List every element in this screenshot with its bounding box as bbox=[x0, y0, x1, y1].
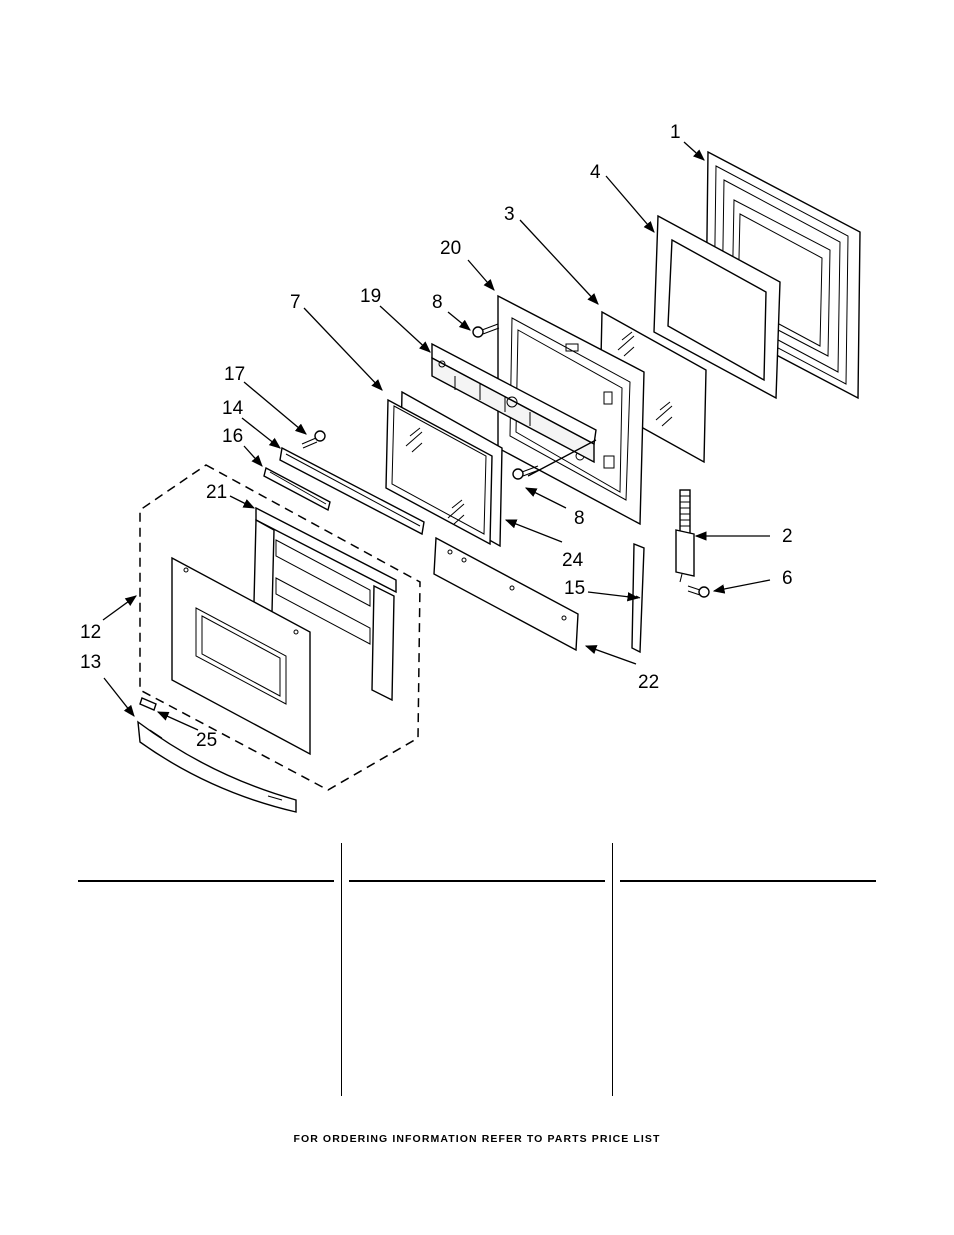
table-column-divider-2 bbox=[612, 843, 613, 1096]
table-header-rule-col1 bbox=[78, 880, 334, 882]
callout-21: 21 bbox=[206, 482, 227, 503]
callout-labels: 1 4 3 20 8 19 7 17 14 16 21 12 13 25 2 6… bbox=[80, 122, 793, 751]
table-header-rule-col3 bbox=[620, 880, 876, 882]
screw-part-17 bbox=[301, 430, 326, 449]
exploded-parts-diagram: 1 4 3 20 8 19 7 17 14 16 21 12 13 25 2 6… bbox=[80, 122, 861, 813]
footer-ordering-note: FOR ORDERING INFORMATION REFER TO PARTS … bbox=[293, 1133, 661, 1145]
heat-shield-plate-part-19 bbox=[431, 342, 597, 464]
callout-22: 22 bbox=[638, 672, 659, 693]
vent-channel-part-14 bbox=[279, 446, 425, 536]
callout-6: 6 bbox=[782, 568, 793, 589]
door-handle-part-13 bbox=[137, 720, 297, 813]
screw-part-8-lower bbox=[512, 465, 540, 480]
air-deflector-part-16 bbox=[263, 466, 331, 512]
callout-24: 24 bbox=[562, 550, 584, 571]
callout-8-lower: 8 bbox=[574, 508, 585, 529]
hinge-screw-part-6 bbox=[687, 585, 710, 598]
callout-20: 20 bbox=[440, 238, 461, 259]
callout-3: 3 bbox=[504, 204, 515, 225]
table-column-divider-1 bbox=[341, 843, 342, 1096]
door-seal-frame-part-4 bbox=[653, 214, 781, 400]
callout-15: 15 bbox=[564, 578, 585, 599]
callout-14: 14 bbox=[222, 398, 244, 419]
callout-1: 1 bbox=[670, 122, 681, 143]
callout-2: 2 bbox=[782, 526, 793, 547]
callout-16: 16 bbox=[222, 426, 243, 447]
outer-door-panel-part-12 bbox=[171, 556, 311, 756]
callout-4: 4 bbox=[590, 162, 601, 183]
hinge-part-2 bbox=[675, 489, 695, 583]
lower-trim-plate-part-22 bbox=[433, 536, 579, 652]
screw-part-8-upper bbox=[472, 323, 500, 338]
door-inner-frame-part-21 bbox=[253, 506, 397, 702]
callout-17: 17 bbox=[224, 364, 245, 385]
door-assembly-boundary-part-12 bbox=[139, 464, 421, 791]
callout-13: 13 bbox=[80, 652, 101, 673]
callout-19: 19 bbox=[360, 286, 381, 307]
leader-lines bbox=[102, 141, 771, 731]
callout-7: 7 bbox=[290, 292, 301, 313]
table-header-rule-col2 bbox=[349, 880, 605, 882]
middle-glass-part-7 bbox=[385, 390, 503, 548]
handle-cap-part-25 bbox=[139, 697, 157, 711]
callout-12: 12 bbox=[80, 622, 101, 643]
callout-25: 25 bbox=[196, 730, 217, 751]
callout-8-upper: 8 bbox=[432, 292, 443, 313]
